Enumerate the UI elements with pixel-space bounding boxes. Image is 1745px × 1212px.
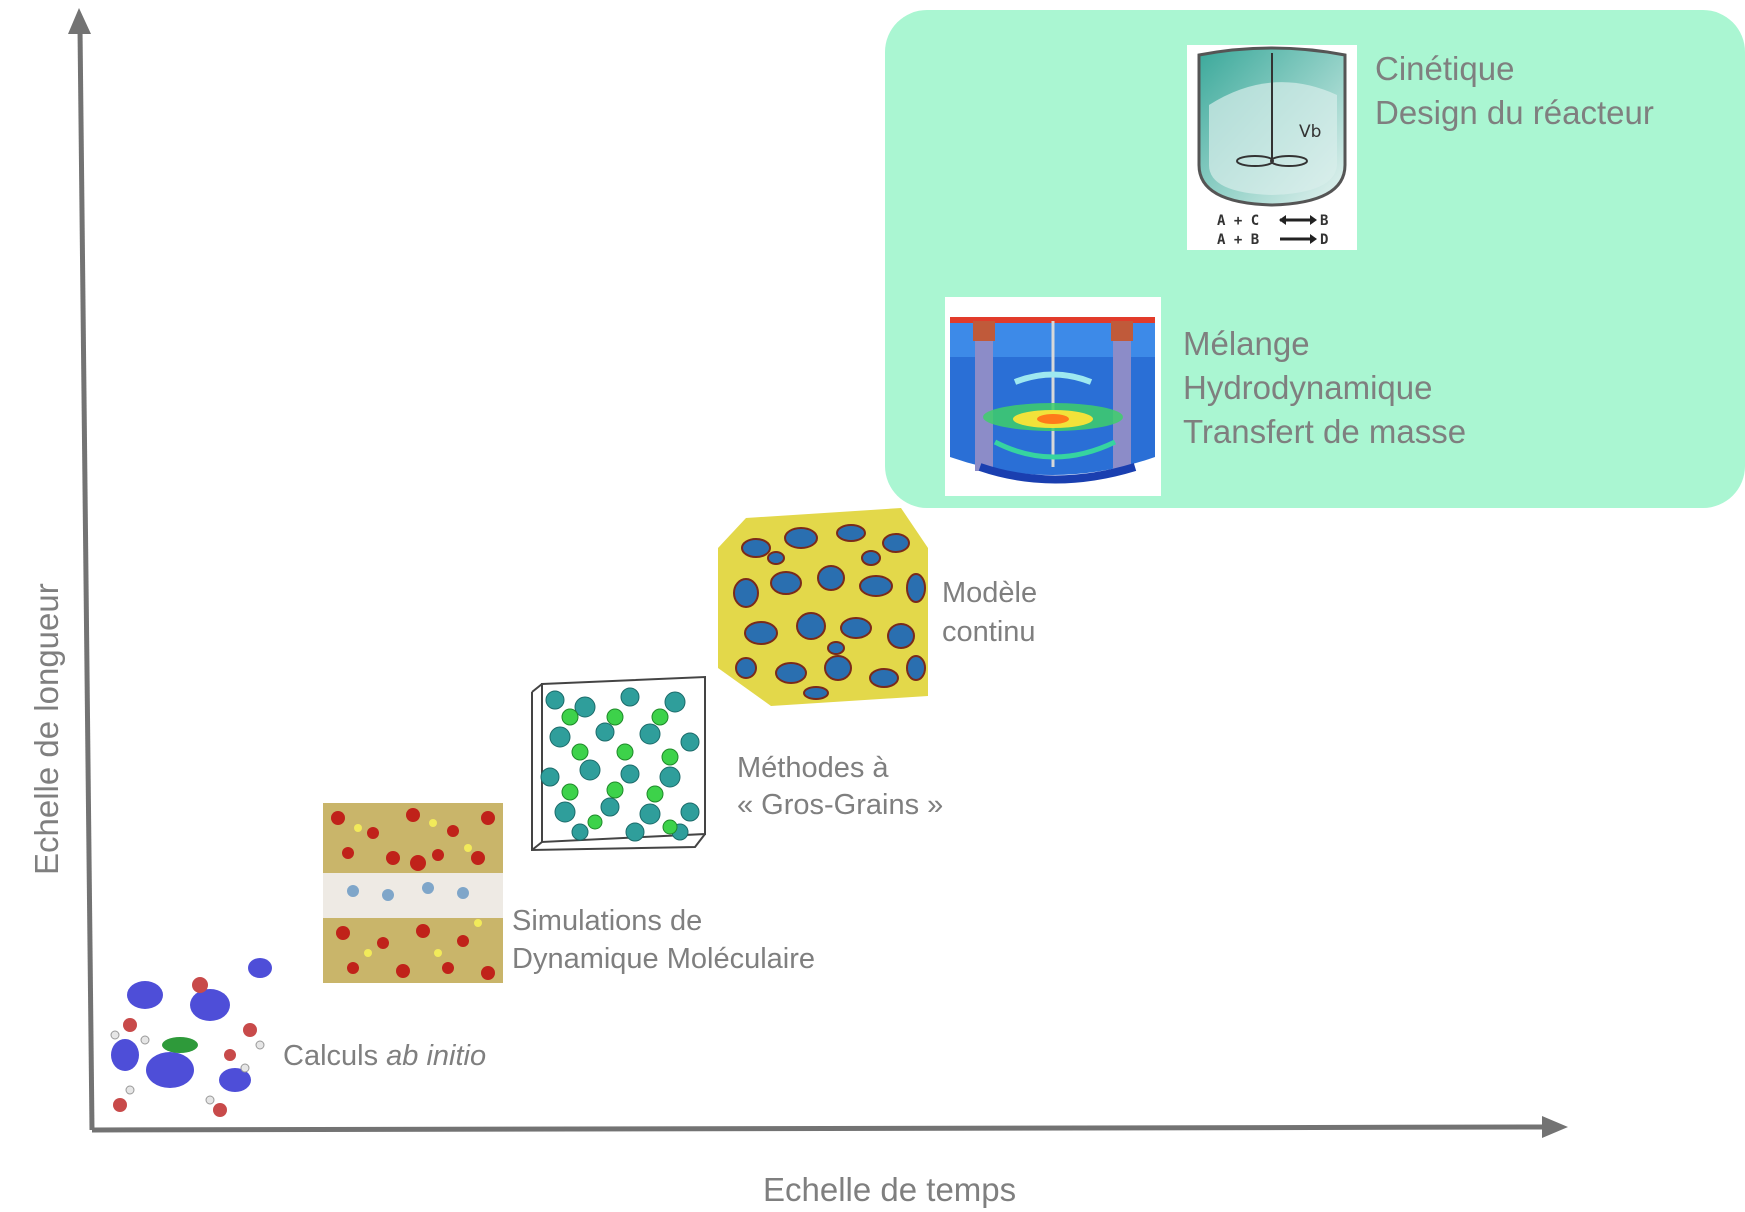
reaction-1-product: B: [1320, 213, 1328, 229]
continuum-label-line2: continu: [942, 616, 1036, 648]
md-label-line2: Dynamique Moléculaire: [512, 943, 816, 975]
y-axis-line: [77, 27, 95, 1131]
mixing-label-line3: Transfert de masse: [1183, 413, 1467, 450]
continuum-label-line1: Modèle: [942, 577, 1038, 609]
vessel-volume-label: Vb: [1299, 122, 1321, 142]
molecular-dynamics-snapshot-image: [323, 803, 503, 983]
ab-initio-label-italic: ab initio: [386, 1040, 487, 1072]
y-axis-label: Echelle de longueur: [28, 583, 65, 875]
ab-initio-label-prefix: Calculs: [283, 1040, 387, 1072]
ab-initio-orbitals-image: [100, 950, 275, 1120]
kinetics-label-line1: Cinétique: [1375, 50, 1515, 87]
x-axis-arrowhead: [1542, 1116, 1568, 1138]
mixing-label-line2: Hydrodynamique: [1183, 369, 1433, 406]
x-axis-line: [91, 1124, 1546, 1133]
x-axis-label: Echelle de temps: [763, 1171, 1017, 1208]
md-label-line1: Simulations de: [512, 905, 703, 937]
ab-initio-label: Calculs ab initio: [283, 1037, 486, 1075]
coarse-grained-label-line2: « Gros-Grains »: [737, 789, 944, 821]
coarse-grained-label-line1: Méthodes à: [737, 752, 889, 784]
reaction-2-reactants: A + B: [1217, 232, 1259, 248]
continuum-morphology-cube-image: [716, 508, 931, 708]
reaction-2-product: D: [1320, 232, 1328, 248]
cfd-stirred-tank-image: [945, 297, 1161, 496]
y-axis-arrowhead: [68, 8, 91, 34]
mixing-label-line1: Mélange: [1183, 325, 1310, 362]
coarse-grained-beads-box-image: [530, 672, 710, 852]
kinetics-label-line2: Design du réacteur: [1375, 94, 1654, 131]
reaction-1-reactants: A + C: [1217, 213, 1259, 229]
reactor-vessel-sketch-image: Vb A + C B A + B D: [1187, 45, 1357, 250]
